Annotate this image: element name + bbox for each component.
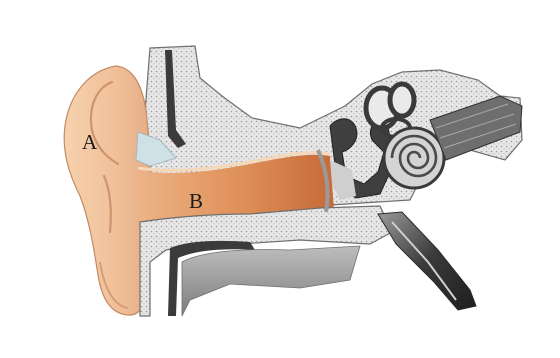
- auricle: [64, 66, 150, 315]
- label-b: B: [189, 191, 203, 212]
- cochlea: [384, 128, 444, 188]
- label-a: A: [82, 132, 97, 153]
- lower-grey-cavity: [182, 246, 360, 316]
